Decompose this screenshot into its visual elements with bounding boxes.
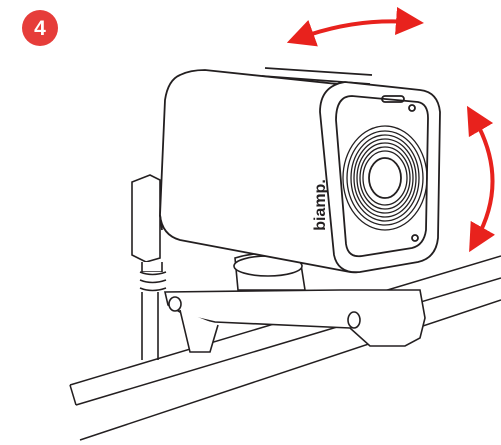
tilt-arrow-icon: [466, 105, 496, 253]
camera-front: [319, 81, 441, 274]
step-number-badge: 4: [22, 10, 58, 46]
pan-arrow-icon: [286, 7, 424, 47]
camera-lens: [342, 125, 428, 231]
step-number: 4: [34, 16, 46, 40]
mount-back-leg: [131, 174, 167, 360]
camera-brand-logo: biamp.: [312, 179, 329, 231]
mount-arm: [163, 252, 426, 353]
